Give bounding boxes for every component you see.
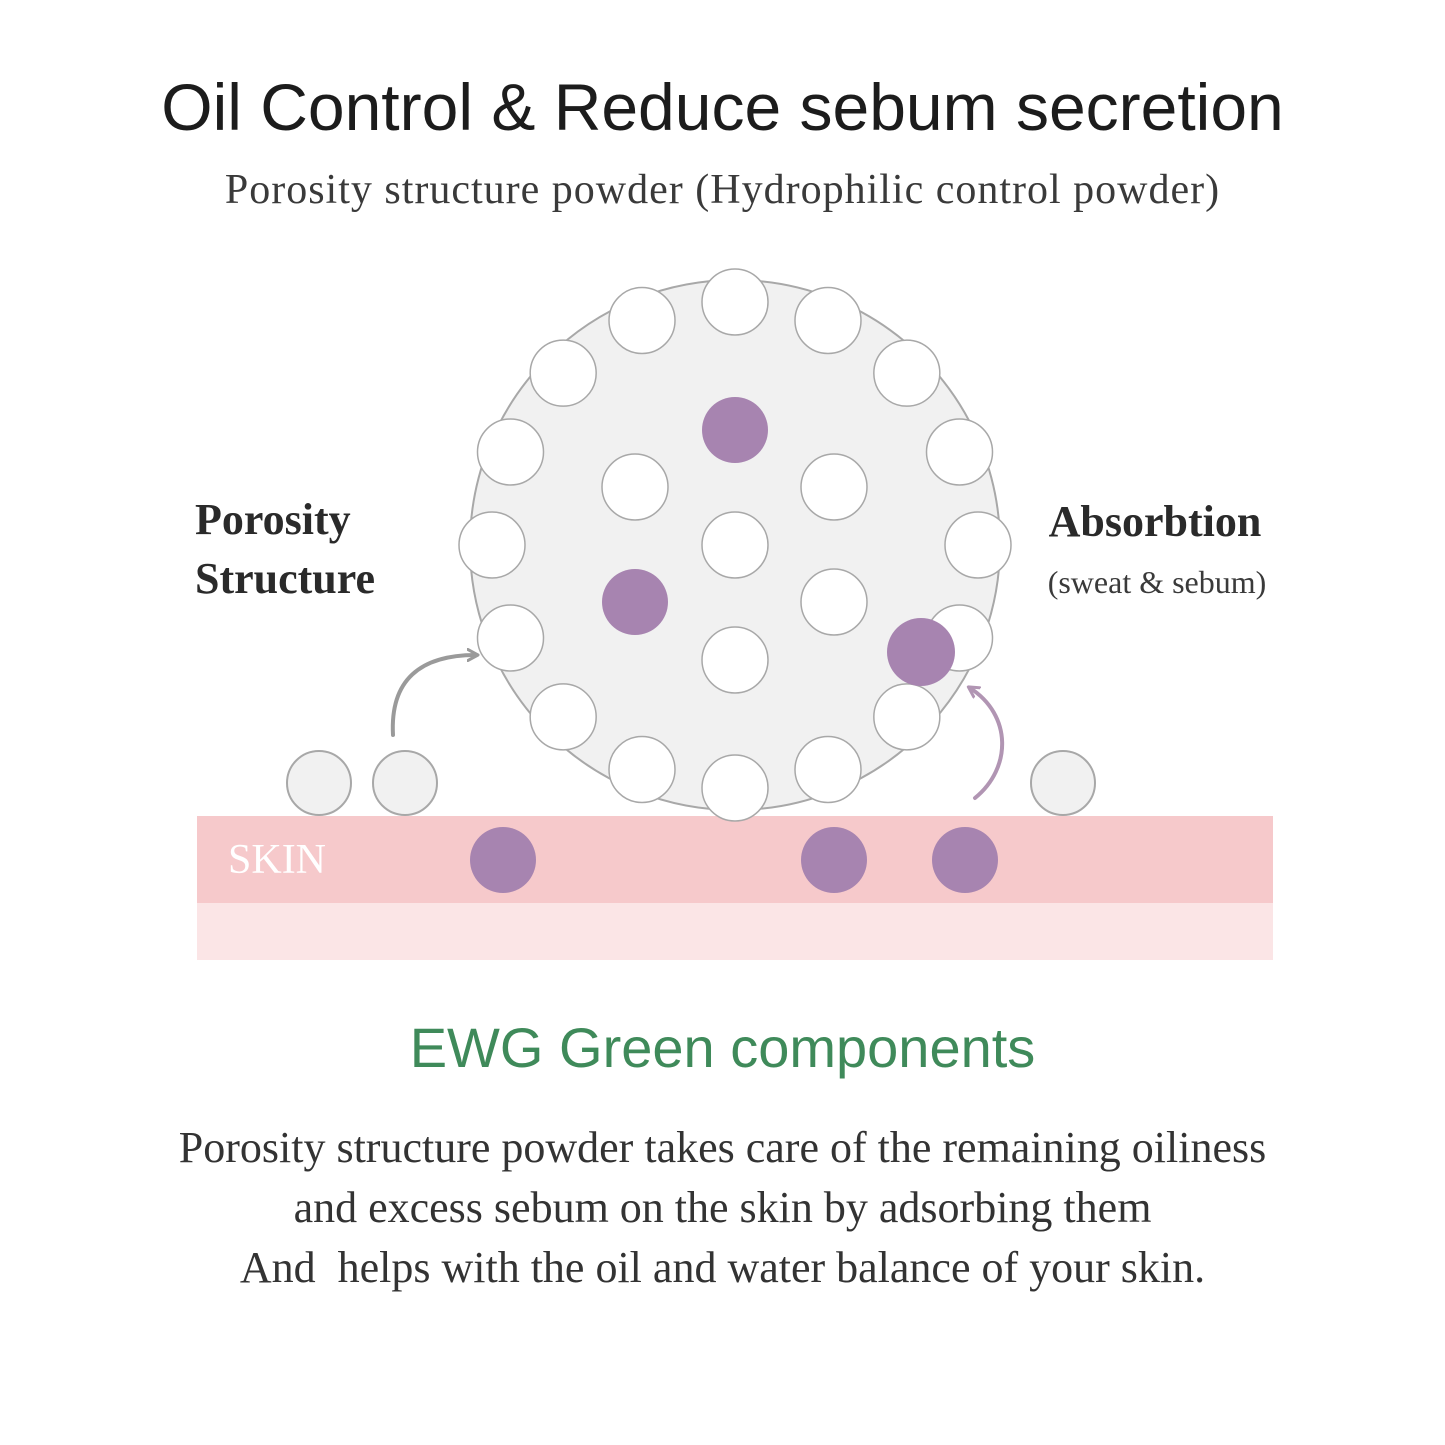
description-line: Porosity structure powder takes care of … bbox=[178, 1123, 1267, 1172]
absorption-sublabel: (sweat & sebum) bbox=[1048, 564, 1267, 600]
pore-channel bbox=[899, 709, 935, 745]
arrow-absorption bbox=[970, 688, 1005, 800]
inner-pore bbox=[701, 511, 769, 579]
pore-channel bbox=[955, 431, 990, 463]
inner-pore bbox=[601, 453, 669, 521]
skin-layer bbox=[197, 816, 1273, 903]
description: Porosity structure powder takes care of … bbox=[0, 1118, 1445, 1298]
pore-channel bbox=[621, 765, 653, 800]
green-components-title: EWG Green components bbox=[409, 1016, 1036, 1079]
skin-sebum-droplet bbox=[932, 827, 998, 893]
absorption-label: Absorbtion bbox=[1049, 497, 1262, 546]
small-particle bbox=[286, 750, 352, 816]
inner-pore bbox=[800, 568, 868, 636]
pore-channel bbox=[480, 627, 515, 659]
pore-channel bbox=[535, 709, 571, 745]
skin-label: SKIN bbox=[228, 837, 326, 883]
pore-channel bbox=[899, 345, 935, 381]
pore-channel bbox=[535, 345, 571, 381]
pore-channel bbox=[817, 765, 849, 800]
absorbed-sebum-droplet bbox=[602, 569, 668, 635]
pore-channel bbox=[955, 627, 990, 659]
inner-pore bbox=[800, 453, 868, 521]
small-particle bbox=[372, 750, 438, 816]
description-line: and excess sebum on the skin by adsorbin… bbox=[293, 1183, 1152, 1232]
absorbing-sebum-droplet bbox=[887, 618, 955, 686]
description-line: And helps with the oil and water balance… bbox=[239, 1243, 1206, 1292]
porous-powder-particle bbox=[458, 268, 1012, 822]
skin-sebum-droplet bbox=[470, 827, 536, 893]
porosity-label-line2: Structure bbox=[195, 554, 375, 603]
porosity-label-line1: Porosity bbox=[195, 495, 351, 544]
pore-channel bbox=[480, 431, 515, 463]
pore-channel bbox=[817, 290, 849, 325]
arrow-to-particle bbox=[390, 655, 476, 737]
inner-pore bbox=[701, 626, 769, 694]
absorbed-sebum-droplet bbox=[702, 397, 768, 463]
page-subtitle: Porosity structure powder (Hydrophilic c… bbox=[224, 167, 1221, 213]
small-particle bbox=[1030, 750, 1096, 816]
page-title: Oil Control & Reduce sebum secretion bbox=[161, 70, 1284, 144]
pore-channel bbox=[621, 290, 653, 325]
skin-layer-lower bbox=[197, 903, 1273, 960]
skin-sebum-droplet bbox=[801, 827, 867, 893]
